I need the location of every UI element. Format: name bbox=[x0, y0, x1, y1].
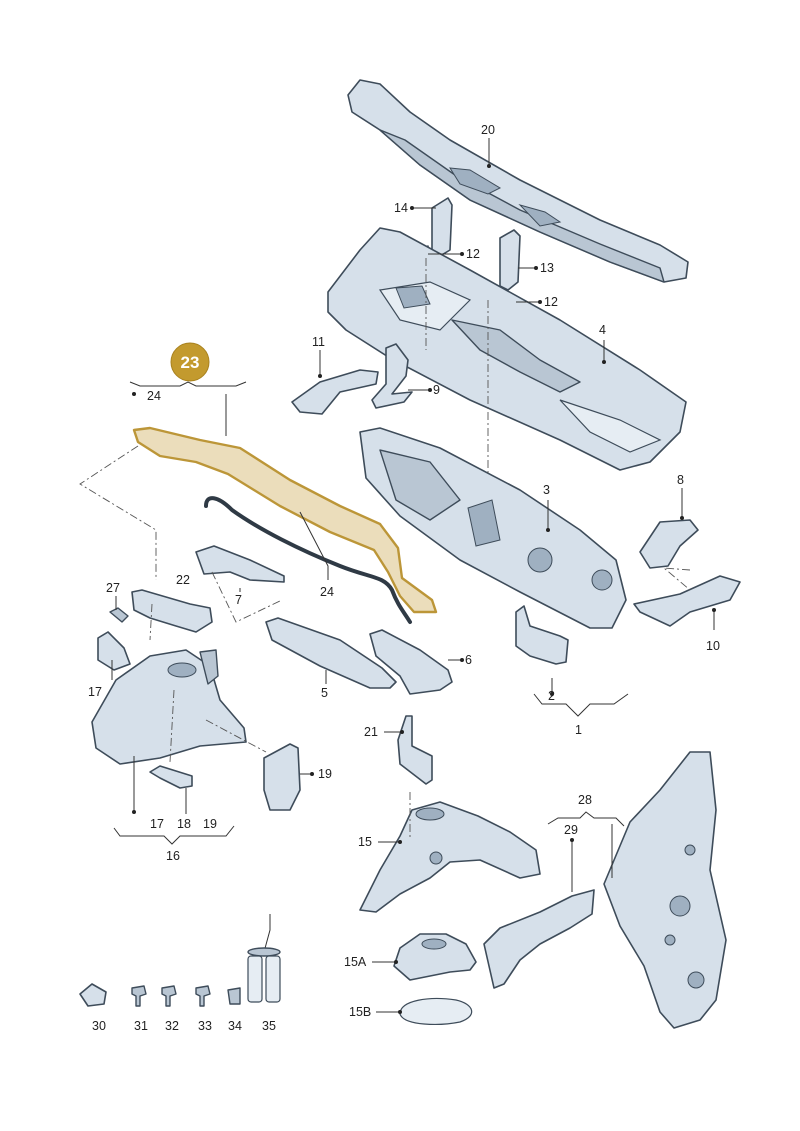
part-34-clip[interactable] bbox=[227, 987, 241, 1005]
part-6-rail[interactable] bbox=[369, 629, 453, 695]
part-19-panel[interactable] bbox=[263, 743, 301, 811]
part-3-bulkhead[interactable] bbox=[359, 427, 627, 629]
label-28: 28 bbox=[578, 793, 592, 807]
part-7-bracket[interactable] bbox=[195, 545, 285, 583]
label-12b: 12 bbox=[544, 295, 558, 309]
part-15b-gasket[interactable] bbox=[399, 997, 473, 1025]
label-3: 3 bbox=[543, 483, 550, 497]
label-6: 6 bbox=[465, 653, 472, 667]
label-7: 7 bbox=[235, 593, 242, 607]
part-24-seal-rod[interactable] bbox=[204, 496, 412, 624]
part-11-bracket[interactable] bbox=[291, 369, 379, 415]
label-21: 21 bbox=[364, 725, 378, 739]
part-5-rail[interactable] bbox=[265, 617, 397, 689]
part-22-bracket[interactable] bbox=[131, 589, 213, 633]
label-17b: 17 bbox=[150, 817, 164, 831]
part-32-bolt[interactable] bbox=[161, 985, 177, 1007]
part-33-bolt[interactable] bbox=[195, 985, 211, 1007]
part-27-bolt[interactable] bbox=[109, 607, 129, 623]
label-32: 32 bbox=[165, 1019, 179, 1033]
label-12a: 12 bbox=[466, 247, 480, 261]
label-4: 4 bbox=[599, 323, 606, 337]
part-4-plenum-panel[interactable] bbox=[327, 227, 687, 471]
label-9: 9 bbox=[433, 383, 440, 397]
label-33: 33 bbox=[198, 1019, 212, 1033]
label-11: 11 bbox=[312, 335, 325, 349]
label-31: 31 bbox=[134, 1019, 148, 1033]
label-15b: 15B bbox=[349, 1005, 371, 1019]
part-16-strut-tower[interactable] bbox=[91, 649, 247, 765]
part-30-nut[interactable] bbox=[79, 983, 107, 1007]
part-13-bracket[interactable] bbox=[499, 229, 521, 291]
part-17-bracket[interactable] bbox=[97, 631, 131, 671]
label-29: 29 bbox=[564, 823, 578, 837]
label-20: 20 bbox=[481, 123, 495, 137]
label-24b: 24 bbox=[320, 585, 334, 599]
part-31-bolt[interactable] bbox=[131, 985, 147, 1007]
label-34: 34 bbox=[228, 1019, 242, 1033]
part-2-bracket[interactable] bbox=[515, 605, 569, 665]
part-18-bracket[interactable] bbox=[149, 765, 193, 789]
label-16: 16 bbox=[166, 849, 180, 863]
label-15a: 15A bbox=[344, 955, 367, 969]
label-5: 5 bbox=[321, 686, 328, 700]
label-10: 10 bbox=[706, 639, 720, 653]
label-19b: 19 bbox=[203, 817, 217, 831]
part-23-seal-highlighted[interactable] bbox=[132, 426, 438, 614]
label-19a: 19 bbox=[318, 767, 332, 781]
label-35: 35 bbox=[262, 1019, 276, 1033]
part-15-strut-tower[interactable] bbox=[359, 801, 541, 913]
label-13: 13 bbox=[540, 261, 554, 275]
part-21-bracket[interactable] bbox=[397, 715, 433, 785]
label-22: 22 bbox=[176, 573, 190, 587]
label-2: 2 bbox=[548, 689, 555, 703]
part-28-side-panel[interactable] bbox=[603, 751, 727, 1029]
label-30: 30 bbox=[92, 1019, 106, 1033]
label-15: 15 bbox=[358, 835, 372, 849]
part-10-bracket[interactable] bbox=[633, 575, 741, 627]
part-15a-strut-cap[interactable] bbox=[393, 933, 477, 981]
label-17a: 17 bbox=[88, 685, 102, 699]
label-24a: 24 bbox=[147, 389, 161, 403]
label-14: 14 bbox=[394, 201, 408, 215]
label-1: 1 bbox=[575, 723, 582, 737]
part-9-bracket[interactable] bbox=[371, 343, 413, 409]
label-27: 27 bbox=[106, 581, 120, 595]
label-8: 8 bbox=[677, 473, 684, 487]
highlight-badge-23[interactable]: 23 bbox=[170, 342, 210, 382]
part-8-bracket[interactable] bbox=[639, 519, 699, 569]
part-29-panel[interactable] bbox=[483, 889, 595, 989]
highlight-badge-number: 23 bbox=[181, 353, 200, 372]
label-18: 18 bbox=[177, 817, 191, 831]
part-14-bracket[interactable] bbox=[431, 197, 453, 257]
part-35-adhesive-cartridge[interactable] bbox=[247, 914, 281, 1003]
part-20-upper-crossmember[interactable] bbox=[347, 79, 689, 283]
